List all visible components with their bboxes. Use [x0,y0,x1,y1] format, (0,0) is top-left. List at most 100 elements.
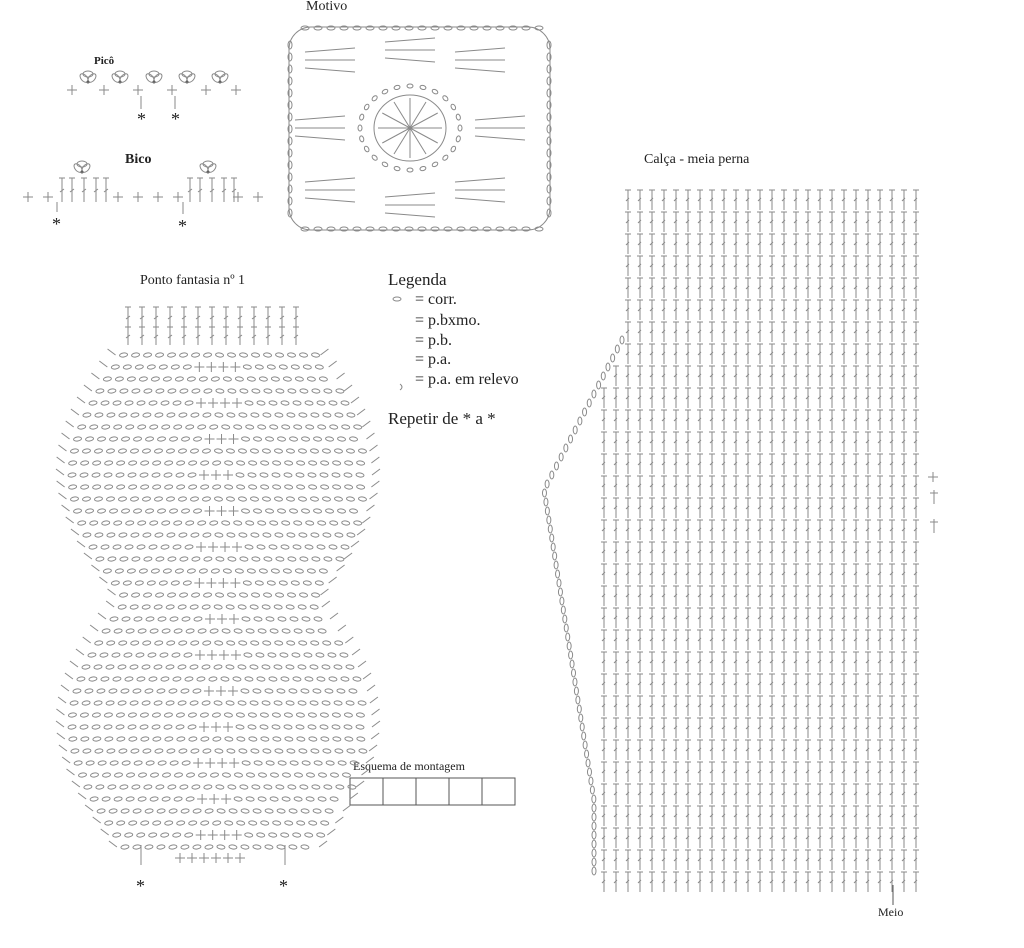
chain-symbol [450,145,457,153]
legend-item-pa-relevo: = p.a. em relevo [415,371,519,388]
double-crochet-symbol [625,277,631,298]
chain-symbol [154,748,164,754]
chain-symbol [353,424,363,430]
double-crochet-symbol [745,321,751,342]
double-crochet-symbol [661,233,667,254]
double-crochet-symbol [817,673,823,694]
double-crochet-symbol [661,365,667,386]
chain-symbol [125,796,135,802]
double-crochet-symbol [601,871,607,892]
chain-symbol [252,844,262,850]
chain-symbol [178,412,188,418]
chain-symbol [284,460,294,466]
single-crochet-symbol [195,830,206,840]
chain-symbol [68,484,78,490]
double-crochet-symbol [474,115,526,121]
double-crochet-symbol [901,475,907,496]
double-crochet-symbol [709,717,715,738]
double-crochet-symbol [901,387,907,408]
double-crochet-symbol [781,739,787,760]
chain-symbol [455,135,461,143]
chain-symbol [214,640,224,646]
double-crochet-symbol [913,849,919,870]
chain-symbol [129,700,139,706]
chain-symbol [343,472,353,478]
raised-double-crochet-symbol [97,612,107,620]
double-crochet-symbol [304,177,356,183]
chain-symbol [343,724,353,730]
chain-symbol [244,832,254,838]
single-crochet-symbol [223,853,233,863]
raised-double-crochet-symbol [328,360,337,368]
chain-symbol [157,436,167,442]
chain-symbol [181,508,191,514]
double-crochet-symbol [913,189,919,210]
double-crochet-symbol [745,827,751,848]
double-crochet-symbol [637,563,643,584]
double-crochet-symbol [649,255,655,276]
chain-symbol [323,388,333,394]
esquema-box [448,777,483,806]
double-crochet-symbol [913,651,919,672]
chain-symbol [246,568,256,574]
chain-symbol [340,676,350,682]
double-crochet-symbol [625,343,631,364]
chain-symbol [236,736,246,742]
double-crochet-symbol [805,717,811,738]
chain-symbol [186,376,196,382]
double-crochet-symbol [793,189,799,210]
chain-symbol [586,767,592,777]
double-crochet-symbol [697,607,703,628]
chain-symbol [238,748,248,754]
chain-symbol [131,784,141,790]
double-crochet-symbol [709,277,715,298]
double-crochet-symbol [865,497,871,518]
double-crochet-symbol [454,47,506,53]
raised-double-crochet-symbol [83,384,93,392]
double-crochet-symbol [841,695,847,716]
chain-symbol [310,496,319,502]
double-crochet-symbol [829,431,835,452]
chain-symbol [482,25,492,31]
double-crochet-symbol [709,849,715,870]
double-crochet-symbol [781,475,787,496]
chain-symbol [306,568,316,574]
chain-symbol [185,424,195,430]
double-crochet-symbol [454,177,506,183]
chain-symbol [216,844,226,850]
double-crochet-symbol [853,409,859,430]
double-crochet-symbol [877,629,883,650]
chain-symbol [331,472,341,478]
double-crochet-symbol [817,409,823,430]
raised-double-crochet-symbol [76,396,86,404]
double-crochet-symbol [829,607,835,628]
chain-symbol [247,472,257,478]
chain-symbol [67,472,77,478]
chain-symbol [287,76,293,86]
double-crochet-symbol [721,497,727,518]
chain-symbol [228,844,238,850]
chain-symbol [119,556,129,562]
double-crochet-symbol [721,189,727,210]
chain-symbol [240,688,250,694]
chain-symbol [162,568,172,574]
double-crochet-symbol [865,343,871,364]
double-crochet-symbol [853,761,859,782]
single-crochet-symbol [206,578,217,588]
double-crochet-symbol [637,585,643,606]
chain-symbol [164,484,174,490]
double-crochet-symbol [781,519,787,540]
chain-symbol [287,172,293,182]
chain-symbol [263,388,273,394]
chain-symbol [139,724,149,730]
double-crochet-symbol [841,739,847,760]
raised-double-crochet-symbol [335,816,344,824]
chain-symbol [274,496,283,502]
chain-symbol [192,688,202,694]
chain-symbol [417,25,427,31]
chain-symbol [181,70,193,78]
raised-double-crochet-symbol [61,756,71,764]
chain-symbol [254,580,264,586]
chain-symbol [212,736,222,742]
